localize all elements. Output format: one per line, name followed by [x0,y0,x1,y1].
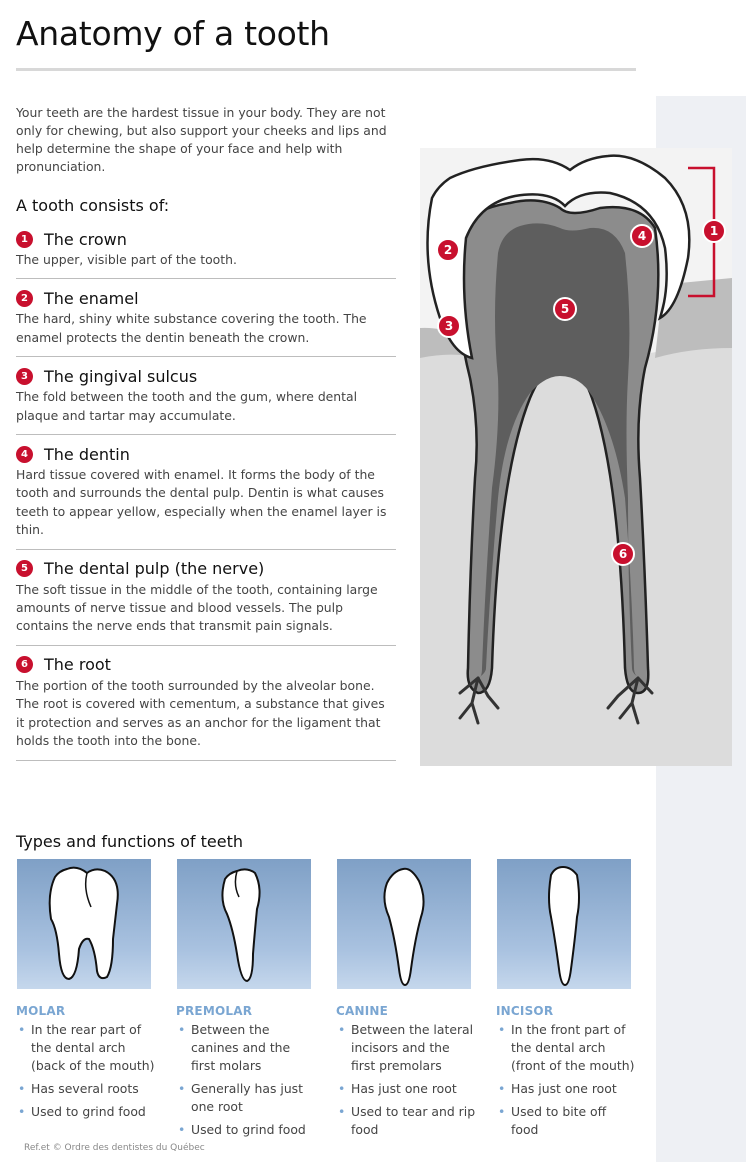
pulp-shape [478,223,640,678]
marker-1-label: 1 [710,224,718,238]
consists-heading: A tooth consists of: [16,196,170,215]
title-divider [16,68,636,71]
part-item-root: 6 The root The portion of the tooth surro… [16,654,396,761]
part-description: The upper, visible part of the tooth. [16,252,237,267]
type-bullets: Between the canines and the first molars… [176,1021,316,1139]
enamel-shape [426,154,691,360]
type-bullets: In the rear part of the dental arch (bac… [16,1021,156,1121]
types-heading: Types and functions of teeth [16,832,244,851]
gum-left [420,327,500,408]
part-item-enamel: 2 The enamel The hard, shiny white substa… [16,287,396,358]
marker-1: 1 [702,219,726,243]
marker-6-label: 6 [619,547,627,561]
number-badge: 1 [16,230,33,248]
marker-5-label: 5 [561,302,569,316]
type-card-canine: CANINE Between the lateral incisors and … [336,858,476,1144]
type-bullet: Between the canines and the first molars [176,1021,316,1075]
incisor-illustration [496,858,632,990]
marker-6: 6 [611,542,635,566]
bone-area [420,353,732,766]
type-bullet: Used to grind food [176,1121,316,1139]
number-badge: 6 [16,656,33,674]
type-card-incisor: INCISOR In the front part of the dental … [496,858,636,1144]
number-badge: 5 [16,560,33,578]
type-bullet: In the rear part of the dental arch (bac… [16,1021,156,1075]
part-description: Hard tissue covered with enamel. It form… [16,467,387,538]
part-title: The enamel [44,288,139,308]
type-bullet: Used to grind food [16,1103,156,1121]
type-bullet: Used to tear and rip food [336,1103,476,1139]
type-bullet: Has just one root [496,1080,636,1098]
marker-4: 4 [630,224,654,248]
part-item-gingival-sulcus: 3 The gingival sulcus The fold between th… [16,365,396,436]
part-item-dental-pulp: 5 The dental pulp (the nerve) The soft ti… [16,558,396,646]
marker-2: 2 [436,238,460,262]
type-bullets: Between the lateral incisors and the fir… [336,1021,476,1139]
number-badge: 2 [16,289,33,307]
nerve-endings-right [606,676,654,725]
number-badge: 3 [16,367,33,385]
nerve-endings-left [458,676,500,725]
part-description: The hard, shiny white substance covering… [16,311,367,345]
part-description: The portion of the tooth surrounded by t… [16,677,385,749]
type-bullet: Has just one root [336,1080,476,1098]
type-bullet: Used to bite off food [496,1103,636,1139]
type-name: MOLAR [16,1004,66,1018]
marker-2-label: 2 [444,243,452,257]
part-description: The soft tissue in the middle of the too… [16,581,378,634]
part-item-crown: 1 The crown The upper, visible part of th… [16,228,396,280]
type-bullet: In the front part of the dental arch (fr… [496,1021,636,1075]
tooth-diagram: 1 2 3 4 5 6 [420,148,732,766]
marker-4-label: 4 [638,229,646,243]
part-title: The root [44,655,111,675]
type-name: INCISOR [496,1004,554,1018]
type-bullets: In the front part of the dental arch (fr… [496,1021,636,1139]
marker-5: 5 [553,297,577,321]
type-name: CANINE [336,1004,389,1018]
canine-illustration [336,858,472,990]
intro-paragraph: Your teeth are the hardest tissue in you… [16,105,387,174]
type-name: PREMOLAR [176,1004,253,1018]
page-title: Anatomy of a tooth [16,14,330,53]
part-title: The dental pulp (the nerve) [44,559,265,579]
tooth-types: MOLAR In the rear part of the dental arc… [16,858,656,1139]
part-title: The gingival sulcus [44,366,198,386]
marker-3-label: 3 [445,319,453,333]
part-title: The crown [44,229,127,249]
part-item-dentin: 4 The dentin Hard tissue covered with ena… [16,443,396,550]
part-title: The dentin [44,444,130,464]
type-bullet: Has several roots [16,1080,156,1098]
type-card-molar: MOLAR In the rear part of the dental arc… [16,858,156,1126]
number-badge: 4 [16,445,33,463]
credit-line: Ref.et © Ordre des dentistes du Québec [24,1143,205,1153]
parts-list: 1 The crown The upper, visible part of th… [16,228,396,769]
type-card-premolar: PREMOLAR Between the canines and the fir… [176,858,316,1144]
type-bullet: Between the lateral incisors and the fir… [336,1021,476,1075]
premolar-illustration [176,858,312,990]
marker-3: 3 [437,314,461,338]
part-description: The fold between the tooth and the gum, … [16,389,358,423]
molar-illustration [16,858,152,990]
type-bullet: Generally has just one root [176,1080,316,1116]
